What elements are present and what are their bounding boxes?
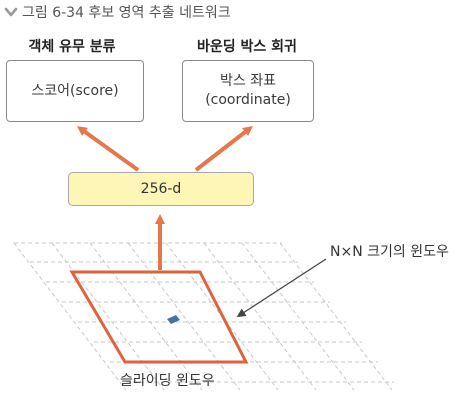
feature-map-grid [13, 242, 394, 391]
grid-line [89, 242, 203, 391]
regression-head-title: 바운딩 박스 회귀 [197, 39, 297, 55]
grid-line [13, 242, 127, 391]
score-label: 스코어(score) [31, 82, 119, 99]
grid-line [203, 242, 317, 391]
sliding-window [69, 270, 249, 364]
figure-caption-text: 그림 6-34 후보 영역 추출 네트워크 [22, 5, 231, 21]
figure-caption: 그림 6-34 후보 영역 추출 네트워크 [4, 2, 231, 22]
sliding-window-label: 슬라이딩 윈도우 [120, 373, 215, 389]
feature-vector-box: 256-d [68, 172, 254, 206]
grid-line [241, 242, 355, 391]
chevron-down-icon [4, 7, 18, 17]
regression-output-box: 박스 좌표 (coordinate) [182, 60, 314, 122]
box-coordinate-sublabel: (coordinate) [205, 92, 291, 108]
window-size-annotation: N×N 크기의 윈도우 [330, 244, 449, 260]
classification-head-title: 객체 유무 분류 [28, 39, 116, 55]
arrow-feature-to-regression [194, 125, 253, 172]
annotation-pointer [236, 258, 327, 318]
grid-line [279, 242, 393, 391]
arrow-feature-to-classification [76, 126, 140, 172]
feature-vector-label: 256-d [140, 181, 182, 197]
classification-output-box: 스코어(score) [6, 60, 144, 122]
grid-line [127, 242, 241, 391]
box-coordinate-label: 박스 좌표 [220, 73, 276, 89]
window-center-point [167, 315, 180, 324]
grid-line [51, 242, 165, 391]
